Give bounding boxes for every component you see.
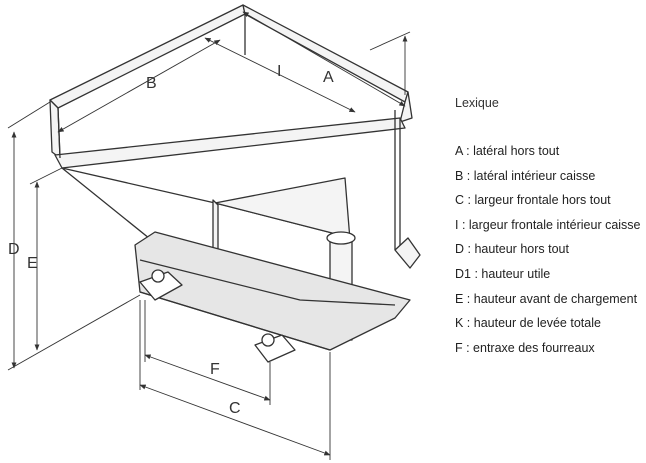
base-rail-bottom bbox=[139, 291, 331, 351]
dim-d-ext-bottom bbox=[7, 294, 141, 371]
dim-d-ext-top bbox=[7, 101, 51, 129]
post-right bbox=[399, 91, 413, 123]
legend-list: A : latéral hors tout B : latéral intéri… bbox=[455, 143, 645, 364]
release-handle bbox=[394, 237, 421, 269]
label-i: I bbox=[277, 63, 281, 80]
fork-pocket-right bbox=[254, 334, 296, 363]
dimension-lines bbox=[7, 11, 411, 460]
legend-title: Lexique bbox=[455, 96, 499, 110]
legend-item-d: D : hauteur hors tout bbox=[455, 242, 569, 257]
label-d: D bbox=[8, 241, 20, 258]
dim-k-ext bbox=[369, 31, 411, 51]
label-b: B bbox=[146, 75, 157, 92]
legend-item-k: K : hauteur de levée totale bbox=[455, 316, 601, 331]
legend: Lexique A : latéral hors tout B : latéra… bbox=[455, 96, 645, 364]
dim-f-line bbox=[144, 354, 271, 401]
label-c: C bbox=[229, 400, 241, 417]
legend-item-a: A : latéral hors tout bbox=[455, 144, 560, 158]
dim-i-line bbox=[204, 37, 356, 113]
skip-body bbox=[49, 4, 421, 363]
fork-bolt-right bbox=[261, 333, 275, 347]
rim-back bbox=[49, 4, 246, 109]
hydraulic-cap bbox=[326, 231, 356, 245]
dim-e-ext-top bbox=[29, 167, 63, 185]
legend-item-b: B : latéral intérieur caisse bbox=[455, 168, 596, 183]
legend-item-e: E : hauteur avant de chargement bbox=[455, 291, 638, 306]
fork-bolt-left bbox=[151, 269, 165, 283]
legend-item-i: I : largeur frontale intérieur caisse bbox=[455, 217, 641, 232]
label-e: E bbox=[27, 255, 38, 272]
dim-b-line bbox=[57, 39, 221, 133]
dimension-labels: B I A D E F C bbox=[8, 63, 334, 417]
base-rail-top bbox=[139, 259, 396, 306]
rim-front bbox=[54, 117, 406, 169]
legend-item-f: F : entraxe des fourreaux bbox=[455, 340, 595, 355]
dim-c-line bbox=[139, 384, 331, 456]
legend-item-d1: D1 : hauteur utile bbox=[455, 266, 551, 281]
label-f: F bbox=[210, 361, 220, 378]
legend-item-c: C : largeur frontale hors tout bbox=[455, 193, 611, 208]
label-a: A bbox=[323, 69, 334, 86]
rim-right bbox=[242, 4, 409, 103]
dim-a-line bbox=[242, 11, 406, 107]
